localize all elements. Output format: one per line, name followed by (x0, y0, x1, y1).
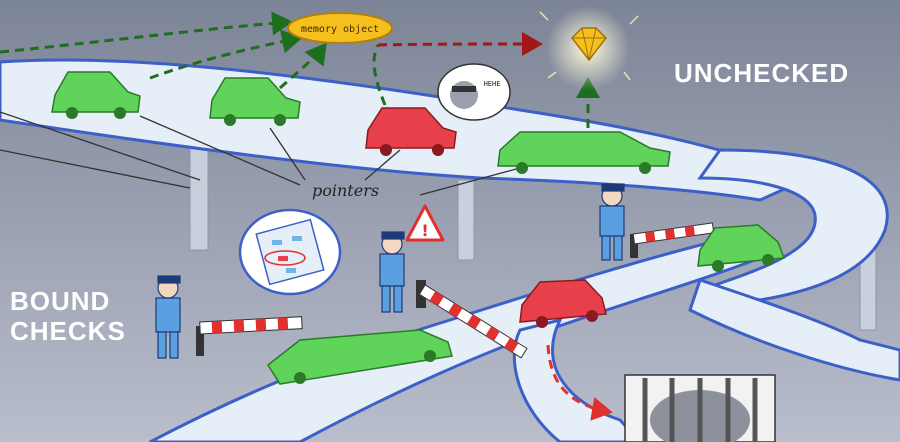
warning-icon: ! (405, 204, 445, 242)
police-officer-middle (379, 231, 405, 313)
red-car-1 (365, 107, 457, 156)
green-limo (497, 131, 671, 174)
green-car-exit (697, 224, 786, 272)
svg-text:HEHE: HEHE (484, 80, 501, 88)
diamond-icon (539, 6, 639, 90)
pointers-label: pointers (312, 181, 379, 200)
pointer-arrows (0, 11, 613, 421)
police-officer-left (155, 275, 181, 359)
police-officer-right (599, 183, 625, 261)
bound-checks-label-line1: BOUND (10, 286, 110, 316)
clipboard-icon (255, 218, 325, 286)
pointer-lines (0, 111, 521, 196)
memory-object: memory object (287, 12, 393, 44)
unchecked-label: UNCHECKED (674, 58, 849, 88)
barrier-left (196, 316, 303, 356)
exit-ramp (512, 317, 643, 442)
svg-text:memory object: memory object (301, 24, 379, 35)
svg-text:!: ! (421, 221, 428, 240)
barrier-middle (416, 280, 528, 359)
green-car-2 (209, 77, 301, 126)
green-limo-lower (267, 329, 453, 385)
bridge-pillars (189, 129, 877, 331)
jail-icon (624, 374, 776, 442)
clipboard-bubble (238, 208, 342, 296)
right-loop (688, 278, 900, 382)
thief-speech-bubble: HEHE (437, 63, 511, 121)
green-car-1 (51, 71, 141, 119)
red-car-2 (519, 279, 607, 328)
barrier-right (630, 222, 715, 258)
bound-checks-label-line2: CHECKS (10, 316, 126, 346)
